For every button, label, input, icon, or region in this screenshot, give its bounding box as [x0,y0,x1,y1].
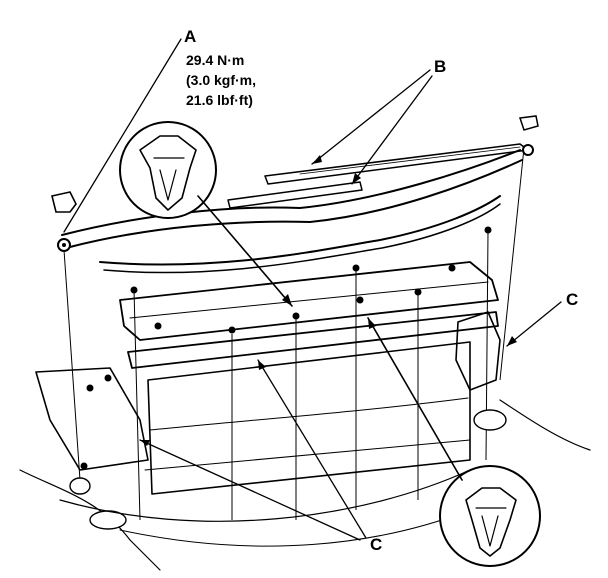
clip-detail-icon [439,465,541,567]
upper-beam [119,261,499,369]
right-bracket [455,311,591,451]
leader-c-right [506,301,562,347]
leader-c-bottom-2 [139,439,361,541]
torque-spec-line-2: (3.0 kgf·m, [186,72,256,88]
leader-a [63,38,182,233]
label-a: A [184,27,196,46]
leader-c-bottom-1 [257,359,367,539]
grommet-icon [51,191,77,213]
arrowhead-c-right [507,336,517,346]
callout-c-bottom: C [139,359,382,554]
clip-leader-upper [197,195,293,307]
leader-b-upper [311,69,431,165]
label-c-bottom: C [370,535,382,554]
arrowhead-b-lower [352,173,361,184]
lower-frame [59,469,471,547]
callout-b: B [311,57,446,185]
strip-b-lower [227,181,363,209]
label-b: B [434,57,446,76]
torque-spec-line-3: 21.6 lbf·ft) [186,92,253,108]
label-c-right: C [566,290,578,309]
clip-detail-lower [367,317,541,567]
radiator-core [144,341,471,495]
clip-leader-lower [367,317,463,481]
callout-a: A 29.4 N·m (3.0 kgf·m, 21.6 lbf·ft) [63,27,256,233]
fasteners [51,115,539,470]
callout-c-right: C [506,290,578,347]
left-bracket [19,367,161,571]
clip-detail-upper [119,121,293,307]
top-rail [61,149,523,274]
nut-icon [522,144,534,156]
arrowhead-b-upper [312,155,322,164]
arrowhead-c-bottom-1 [258,360,266,370]
grommet-icon [518,115,539,131]
strip-b-upper [264,143,529,185]
torque-spec-line-1: 29.4 N·m [186,52,244,68]
